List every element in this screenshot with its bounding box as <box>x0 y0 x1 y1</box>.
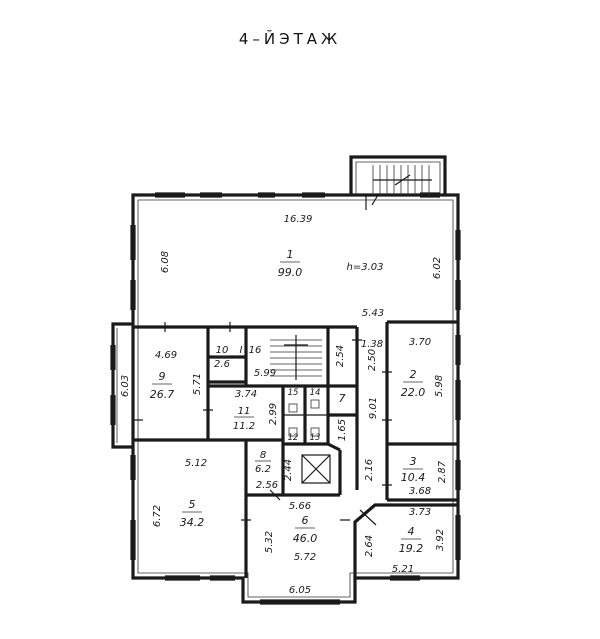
floor-title: 4–ЙЭТАЖ <box>238 30 342 48</box>
room-16-number: 16 <box>249 345 262 356</box>
dim-2-16: 2.16 <box>364 459 375 481</box>
dim-r4-top: 3.73 <box>409 507 431 518</box>
room-10-number: 10 <box>216 345 229 356</box>
dimension-labels: 16.39 6.08 6.02 h=3.03 5.43 1.38 2.50 9.… <box>120 214 448 596</box>
dim-r6-bottom: 5.72 <box>294 552 316 563</box>
room-12-number: 12 <box>288 433 299 443</box>
dim-r5-top: 5.12 <box>185 458 207 469</box>
room-4-area: 19.2 <box>399 542 424 555</box>
room-10-area: 2.6 <box>214 359 230 370</box>
room-13-number: 13 <box>310 433 321 443</box>
dim-height: h=3.03 <box>347 262 384 273</box>
dim-1-38: 1.38 <box>361 339 383 350</box>
room-8-area: 6.2 <box>255 464 271 475</box>
stair-label: I <box>240 345 243 356</box>
dim-5-43: 5.43 <box>362 308 384 319</box>
room-2-area: 22.0 <box>401 386 426 399</box>
dim-r5-left: 6.72 <box>152 505 163 527</box>
dim-r8-244: 2.44 <box>283 459 294 481</box>
dim-r1-width: 16.39 <box>284 214 313 225</box>
dim-r16-side: 2.54 <box>335 345 346 367</box>
dim-r4-bottom: 5.21 <box>392 564 414 575</box>
room-1-area: 99.0 <box>278 266 303 279</box>
windows <box>110 192 461 605</box>
dim-r6-top: 5.66 <box>289 501 311 512</box>
dim-r1-right: 6.02 <box>432 257 443 279</box>
room-15-number: 15 <box>288 388 299 398</box>
room-3-number: 3 <box>410 455 417 468</box>
room-7-number: 7 <box>339 392 346 405</box>
room-9-number: 9 <box>159 370 166 383</box>
room-11-number: 11 <box>238 406 251 417</box>
dim-r9-left: 6.03 <box>120 375 131 397</box>
dim-r9-right: 5.71 <box>192 373 203 395</box>
room-9-area: 26.7 <box>150 388 175 401</box>
room-2-number: 2 <box>410 368 417 381</box>
wc-fixtures <box>288 399 320 437</box>
dim-r1-left: 6.08 <box>160 251 171 273</box>
interior-walls <box>133 320 458 578</box>
room-3-area: 10.4 <box>401 471 426 484</box>
dim-r6-left: 5.32 <box>264 531 275 553</box>
room-1-number: 1 <box>287 248 294 261</box>
dim-r16-bottom: 5.99 <box>254 368 276 379</box>
room-labels: 1 99.0 2 22.0 3 10.4 4 19.2 5 34.2 6 46.… <box>150 248 426 555</box>
room-6-number: 6 <box>302 514 309 527</box>
dim-r3-right: 2.87 <box>437 460 448 483</box>
room-4-number: 4 <box>408 525 415 538</box>
dim-r8-256: 2.56 <box>256 480 278 491</box>
dim-r2-top: 3.70 <box>409 337 431 348</box>
dim-bay: 6.05 <box>289 585 311 596</box>
dim-r11-side: 2.99 <box>268 403 279 425</box>
dim-r11-top: 3.74 <box>235 389 257 400</box>
dim-9-01: 9.01 <box>368 397 379 419</box>
room-5-area: 34.2 <box>180 516 205 529</box>
dim-1-65: 1.65 <box>337 419 348 441</box>
door-marks <box>133 322 392 526</box>
room-8-number: 8 <box>260 450 266 461</box>
dim-r4-left: 2.64 <box>364 535 375 557</box>
room-6-area: 46.0 <box>293 532 318 545</box>
dim-r9-top: 4.69 <box>155 350 177 361</box>
stairs-top <box>365 165 432 210</box>
dim-r4-right: 3.92 <box>435 529 446 551</box>
dim-r3-bottom: 3.68 <box>409 486 431 497</box>
dim-2-50: 2.50 <box>367 349 378 371</box>
stairs-main <box>270 335 322 380</box>
elevator-shaft <box>301 454 331 484</box>
room-14-number: 14 <box>310 388 321 398</box>
room-11-area: 11.2 <box>233 421 255 432</box>
dim-r2-right: 5.98 <box>434 375 445 397</box>
room-5-number: 5 <box>189 498 196 511</box>
